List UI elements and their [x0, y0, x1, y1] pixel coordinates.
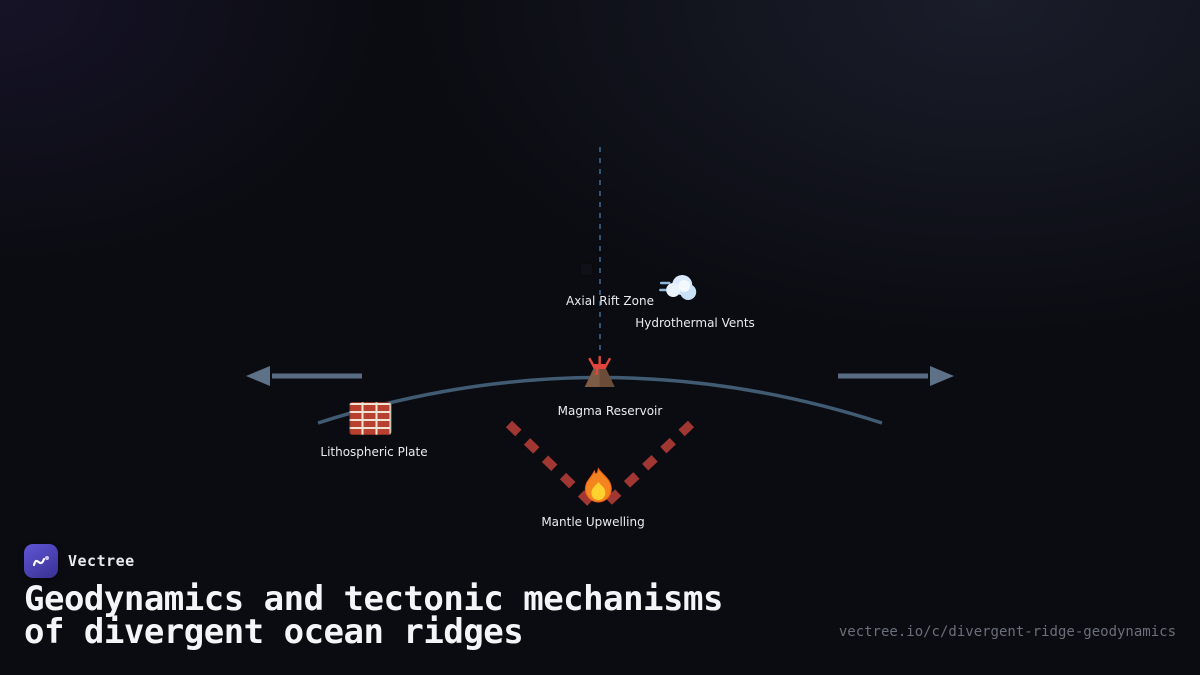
node-magma-reservoir: Magma Reservoir: [557, 355, 663, 418]
node-mantle-upwelling: Mantle Upwelling: [541, 467, 645, 529]
steam-cloud-icon: [658, 271, 697, 307]
poster-title: Geodynamics and tectonic mechanisms of d…: [24, 579, 723, 652]
right-arrowhead-icon: [930, 366, 954, 386]
rift-square-icon: [579, 262, 595, 277]
node-label: Axial Rift Zone: [566, 294, 654, 308]
vectree-logo-icon: [24, 544, 58, 578]
brick-wall-icon: [348, 402, 391, 435]
node-axial-rift-zone: Axial Rift Zone: [566, 262, 654, 308]
node-label: Hydrothermal Vents: [635, 316, 755, 330]
poster-title-line2: of divergent ocean ridges: [24, 612, 524, 652]
mantle-flow-right-dashed: [600, 420, 695, 510]
node-label: Lithospheric Plate: [320, 445, 428, 459]
fire-icon: [582, 467, 614, 507]
volcano-icon: [582, 355, 618, 393]
node-label: Magma Reservoir: [557, 404, 663, 418]
left-arrowhead-icon: [246, 366, 270, 386]
node-label: Mantle Upwelling: [541, 515, 645, 529]
poster-url: vectree.io/c/divergent-ridge-geodynamics: [838, 624, 1176, 640]
brand-row: Vectree: [24, 544, 135, 578]
node-lithospheric-plate: Lithospheric Plate: [320, 402, 428, 459]
node-hydrothermal-vents: Hydrothermal Vents: [635, 271, 755, 330]
poster-title-line1: Geodynamics and tectonic mechanisms: [24, 579, 723, 619]
mantle-flow-left-dashed: [505, 420, 598, 510]
brand-name: Vectree: [68, 552, 135, 570]
